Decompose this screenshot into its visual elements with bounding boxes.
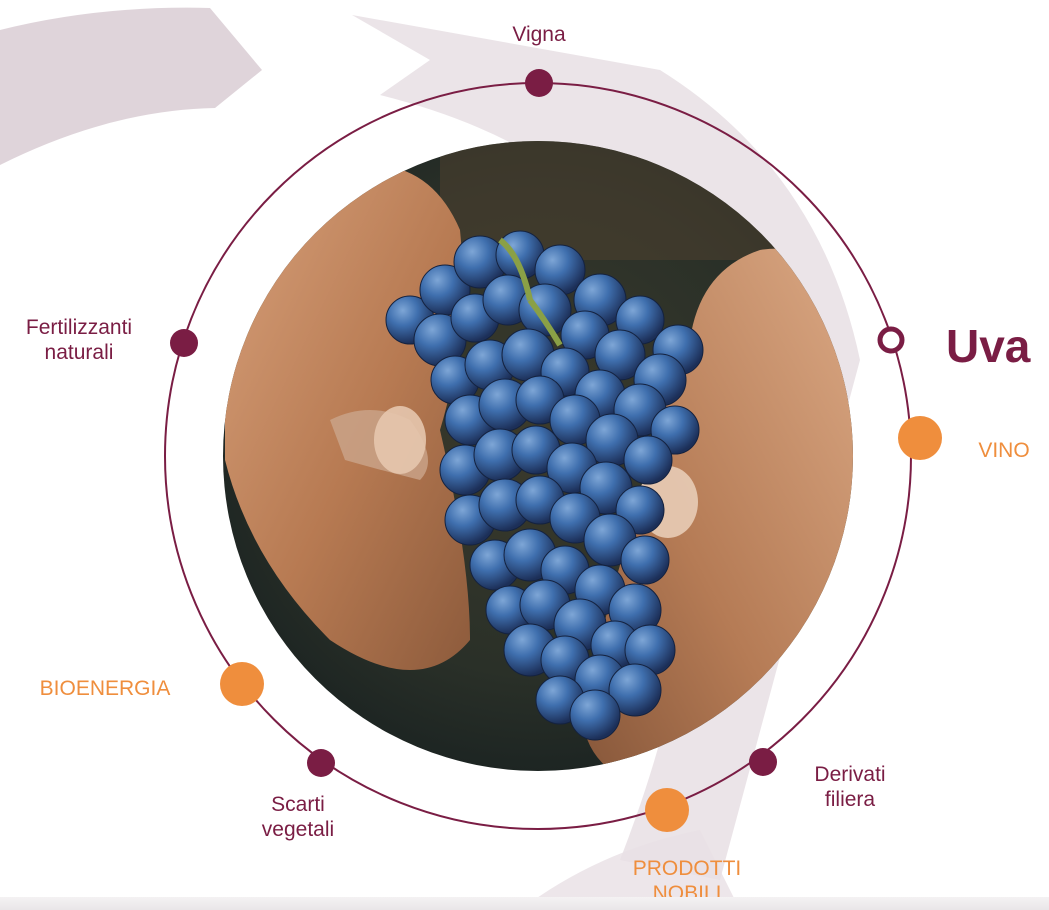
label-fertilizzanti-line1: Fertilizzanti [25,316,133,339]
label-vino: VINO [978,439,1030,462]
node-derivati-dot [749,748,777,776]
ring-markers [170,69,942,832]
label-fertilizzanti-line2: naturali [44,341,114,364]
node-bioenergia-dot [220,662,264,706]
label-scarti-line1: Scarti [271,793,325,816]
grape [623,435,673,485]
label-prodotti-line1: PRODOTTI [632,857,742,880]
bottom-bar [0,897,1049,910]
arrow-bottom [520,830,740,910]
label-derivati-filiera: Derivati filiera [814,762,885,812]
node-uva-dot [877,326,905,354]
page-title: Uva [946,320,1031,372]
label-derivati-line2: filiera [824,788,876,811]
node-vino-dot [898,416,942,460]
node-prodotti-dot [645,788,689,832]
grape [569,689,621,741]
label-derivati-line1: Derivati [814,763,886,786]
label-scarti-line2: vegetali [261,818,335,841]
node-vigna-dot [525,69,553,97]
grapes-photo [223,141,853,771]
grape [608,663,662,717]
node-fertilizzanti-dot [170,329,198,357]
label-scarti-vegetali: Scarti vegetali [262,792,334,842]
label-bioenergia: BIOENERGIA [39,677,171,700]
node-scarti-dot [307,749,335,777]
label-fertilizzanti-naturali: Fertilizzanti naturali [26,315,132,365]
arrow-top-left [0,7,262,165]
grape [620,535,670,585]
label-vigna: Vigna [512,23,566,46]
